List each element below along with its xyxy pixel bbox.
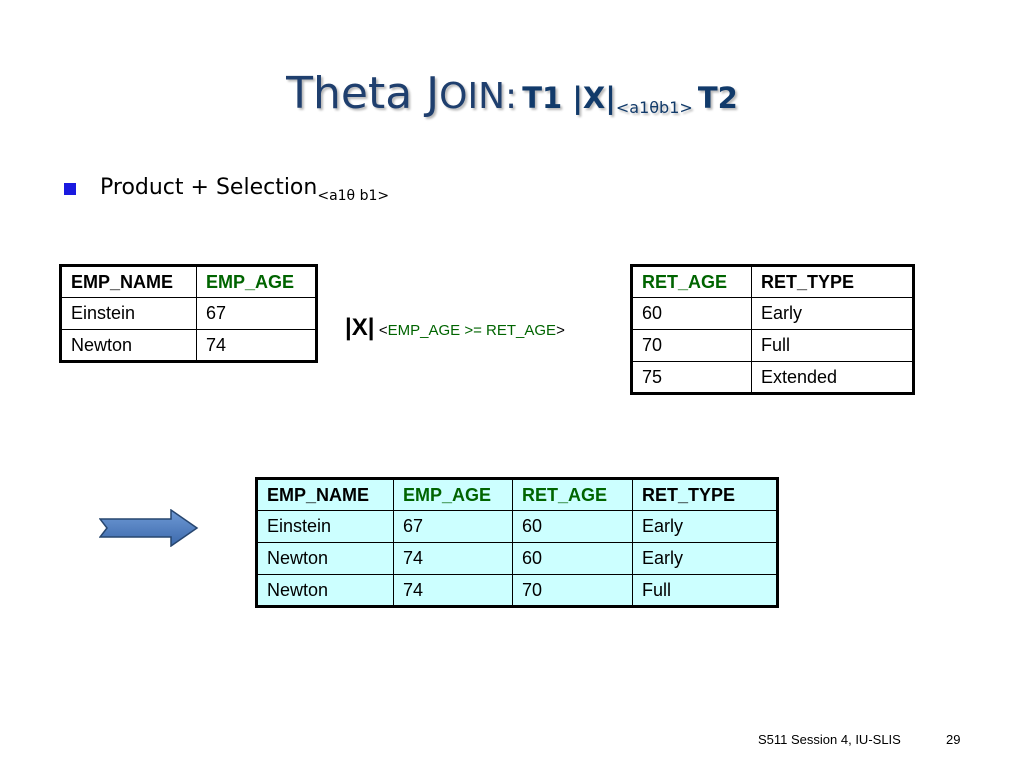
table-header: RET_AGE	[631, 265, 752, 298]
table-cell: 74	[393, 542, 513, 575]
cond-close: >	[556, 322, 565, 339]
table-cell: Newton	[256, 542, 394, 575]
table-cell: 60	[512, 542, 633, 575]
join-operator: |X| <EMP_AGE >= RET_AGE>	[345, 314, 565, 342]
join-symbol: |X|	[345, 314, 375, 341]
table-cell: Einstein	[256, 510, 394, 543]
right-arrow-icon	[99, 509, 199, 547]
bullet-square-icon	[64, 183, 76, 195]
table-cell: Early	[632, 510, 778, 543]
table-cell: 60	[512, 510, 633, 543]
table-cell: 67	[196, 297, 317, 330]
slide-title: Theta JOIN: T1 |X|<a1θb1> T2	[0, 68, 1024, 119]
table-header: RET_TYPE	[632, 478, 778, 511]
emp-table: EMP_NAME EMP_AGE Einstein 67 Newton 74	[59, 264, 318, 363]
table-header: RET_TYPE	[751, 265, 914, 298]
cond-text: EMP_AGE >= RET_AGE	[387, 322, 557, 339]
table-cell: 75	[631, 361, 752, 394]
table-header-row: EMP_NAME EMP_AGE	[60, 265, 317, 298]
title-expr-left: T1 |X|	[522, 81, 616, 115]
title-expr-right: T2	[697, 81, 738, 115]
table-cell: Extended	[751, 361, 914, 394]
table-row: Einstein 67	[60, 297, 317, 330]
join-condition: <EMP_AGE >= RET_AGE>	[379, 322, 565, 339]
result-table: EMP_NAME EMP_AGE RET_AGE RET_TYPE Einste…	[255, 477, 779, 608]
bullet-subscript: <a1θ b1>	[317, 188, 390, 204]
table-cell: Newton	[60, 329, 197, 362]
title-main: Theta J	[286, 68, 440, 119]
bullet-text: Product + Selection<a1θ b1>	[100, 175, 389, 204]
table-header: EMP_AGE	[393, 478, 513, 511]
table-row: 60 Early	[631, 297, 914, 330]
title-main-caps: OIN:	[439, 76, 518, 117]
table-cell: 74	[393, 574, 513, 607]
bullet-label: Product + Selection	[100, 175, 318, 200]
title-expr-sub: <a1θb1>	[615, 98, 693, 117]
table-cell: Full	[632, 574, 778, 607]
table-row: 70 Full	[631, 329, 914, 362]
ret-table: RET_AGE RET_TYPE 60 Early 70 Full 75 Ext…	[630, 264, 915, 395]
table-cell: 67	[393, 510, 513, 543]
footer-session: S511 Session 4, IU-SLIS	[758, 732, 901, 747]
table-cell: 70	[512, 574, 633, 607]
table-cell: 70	[631, 329, 752, 362]
table-header: EMP_AGE	[196, 265, 317, 298]
footer-page-number: 29	[946, 732, 961, 747]
table-header: RET_AGE	[512, 478, 633, 511]
table-row: 75 Extended	[631, 361, 914, 394]
table-header-row: RET_AGE RET_TYPE	[631, 265, 914, 298]
table-row: Newton 74	[60, 329, 317, 362]
table-cell: 74	[196, 329, 317, 362]
cond-open: <	[378, 322, 388, 339]
table-header-row: EMP_NAME EMP_AGE RET_AGE RET_TYPE	[256, 478, 778, 511]
table-cell: Newton	[256, 574, 394, 607]
table-cell: Einstein	[60, 297, 197, 330]
table-cell: Early	[751, 297, 914, 330]
table-row: Newton 74 70 Full	[256, 574, 778, 607]
table-cell: 60	[631, 297, 752, 330]
table-header: EMP_NAME	[60, 265, 197, 298]
table-cell: Full	[751, 329, 914, 362]
table-header: EMP_NAME	[256, 478, 394, 511]
table-cell: Early	[632, 542, 778, 575]
table-row: Newton 74 60 Early	[256, 542, 778, 575]
table-row: Einstein 67 60 Early	[256, 510, 778, 543]
